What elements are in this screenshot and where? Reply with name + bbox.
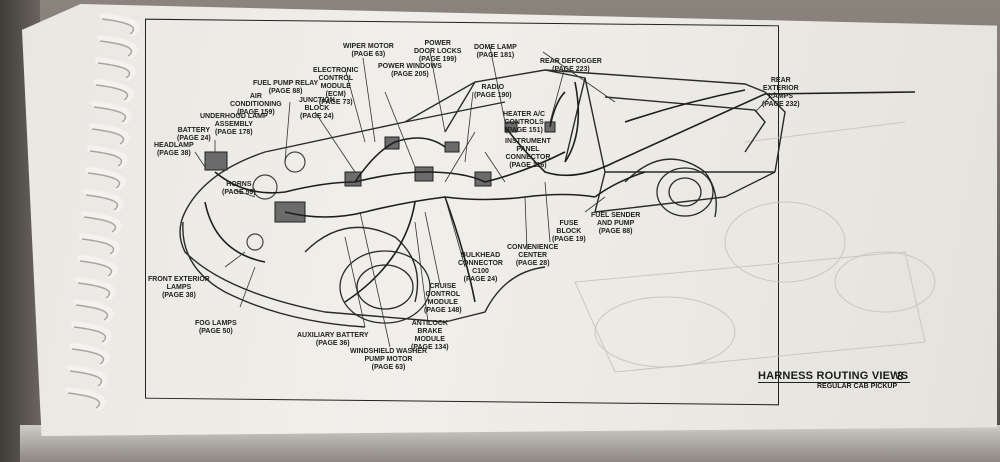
footer-rule	[758, 382, 910, 383]
section-title: HARNESS ROUTING VIEWS	[758, 370, 909, 382]
truck-illustration	[179, 46, 936, 373]
label-auxiliary-battery: AUXILIARY BATTERY (PAGE 36)	[297, 332, 369, 347]
label-headlamp: HEADLAMP (PAGE 38)	[154, 142, 194, 157]
page-number: 3	[897, 369, 904, 383]
label-bulkhead-connector: BULKHEAD CONNECTOR C100 (PAGE 24)	[458, 252, 503, 283]
label-dome-lamp: DOME LAMP (PAGE 181)	[474, 44, 517, 59]
label-convenience-center: CONVENIENCE CENTER (PAGE 28)	[507, 244, 559, 267]
label-horns: HORNS (PAGE 59)	[222, 181, 256, 196]
label-battery: BATTERY (PAGE 24)	[177, 127, 211, 142]
label-instrument-panel-connector: INSTRUMENT PANEL CONNECTOR (PAGE 116)	[505, 138, 551, 169]
label-rear-exterior-lamps: REAR EXTERIOR LAMPS (PAGE 232)	[762, 77, 800, 108]
spiral-binding-graphic	[65, 13, 140, 411]
label-cruise-control-module: CRUISE CONTROL MODULE (PAGE 148)	[424, 283, 462, 314]
section-subtitle: REGULAR CAB PICKUP	[817, 383, 898, 390]
label-fog-lamps: FOG LAMPS (PAGE 50)	[195, 320, 237, 335]
spiral-binding	[40, 8, 155, 428]
label-fuse-block: FUSE BLOCK (PAGE 19)	[552, 220, 586, 243]
label-fuel-sender-and-pump: FUEL SENDER AND PUMP (PAGE 88)	[591, 212, 641, 235]
label-fuel-pump-relay: FUEL PUMP RELAY (PAGE 88)	[253, 80, 319, 95]
label-power-windows: POWER WINDOWS (PAGE 205)	[378, 63, 442, 78]
label-air-conditioning: AIR CONDITIONING (PAGE 159)	[230, 93, 282, 116]
label-wiper-motor: WIPER MOTOR (PAGE 63)	[343, 43, 394, 58]
label-windshield-washer-pump-motor: WINDSHIELD WASHER PUMP MOTOR (PAGE 63)	[350, 348, 427, 371]
label-antilock-brake-module: ANTILOCK BRAKE MODULE (PAGE 134)	[411, 320, 449, 351]
label-rear-defogger: REAR DEFOGGER (PAGE 223)	[540, 58, 602, 73]
label-junction-block: JUNCTION BLOCK (PAGE 24)	[299, 97, 335, 120]
label-radio: RADIO (PAGE 190)	[474, 84, 512, 99]
label-heater-ac-controls: HEATER A/C CONTROLS (PAGE 151)	[503, 111, 545, 134]
label-front-exterior-lamps: FRONT EXTERIOR LAMPS (PAGE 38)	[148, 276, 210, 299]
label-power-door-locks: POWER DOOR LOCKS (PAGE 199)	[414, 40, 462, 63]
label-electronic-control-module: ELECTRONIC CONTROL MODULE (ECM) (PAGE 73…	[313, 67, 359, 106]
harness-diagram	[145, 22, 1000, 422]
label-underhood-lamp-assembly: UNDERHOOD LAMP ASSEMBLY (PAGE 178)	[200, 113, 268, 136]
